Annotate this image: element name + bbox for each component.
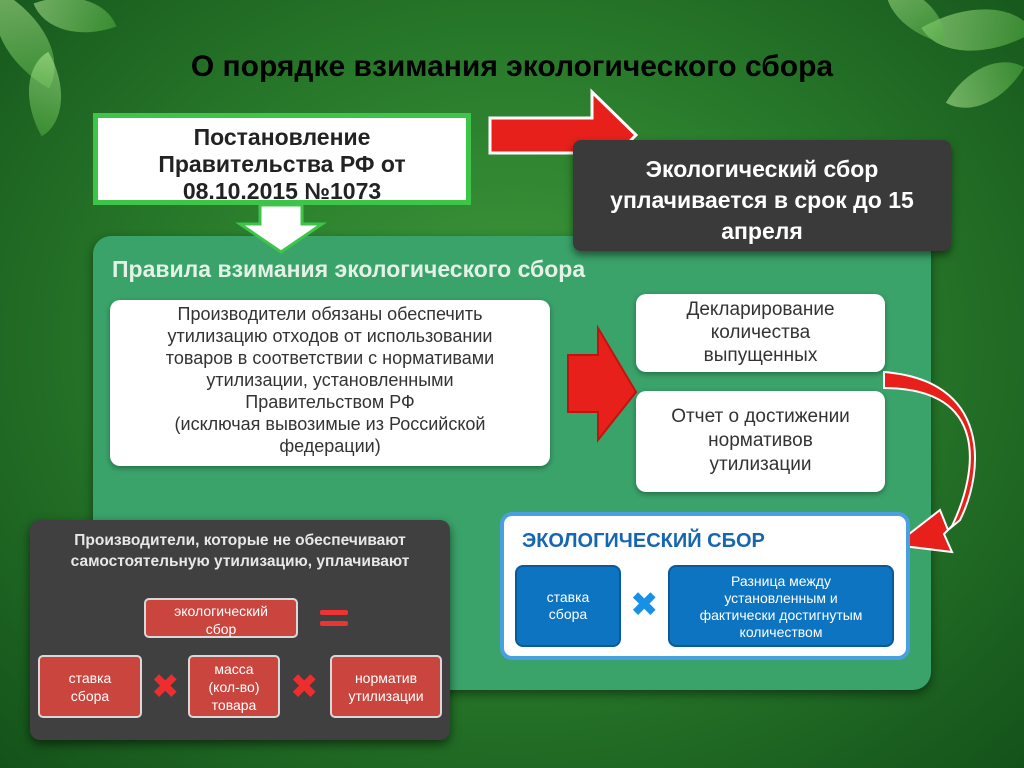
formula-text-line: ставка: [68, 670, 112, 686]
formula-text-line: утилизации: [348, 688, 424, 704]
producers-line: Производители обязаны обеспечить: [177, 304, 483, 324]
declaration-line: выпущенных: [703, 345, 818, 366]
formula-eco-fee-box: экологический сбор: [144, 598, 298, 638]
declaration-line: Декларирование: [686, 299, 835, 320]
eco-fee-text-line: Разница между: [731, 573, 831, 589]
page-title: О порядке взимания экологического сбора: [190, 50, 834, 83]
eco-fee-text-line: фактически достигнутым: [699, 607, 863, 623]
formula-text-line: товара: [211, 697, 257, 713]
producers-line: (исключая вывозимые из Российской: [174, 414, 486, 434]
arrow-curved: [883, 370, 976, 554]
multiply-icon: ✖: [630, 586, 659, 624]
formula-text-line: норматив: [354, 670, 418, 686]
report-box: Отчет о достижении нормативов утилизации: [636, 391, 885, 492]
eco-fee-difference-box: Разница между установленным и фактически…: [668, 565, 894, 647]
eco-fee-text-line: сбора: [548, 606, 588, 622]
formula-text-line: (кол-во): [208, 679, 260, 695]
payers-title-line: Производители, которые не обеспечивают: [74, 532, 406, 549]
arrow-down-decree: [235, 203, 327, 254]
decree-line: 08.10.2015 №1073: [182, 178, 382, 204]
decree-line: Правительства РФ от: [158, 151, 406, 177]
multiply-icon: ✖: [290, 668, 319, 706]
producers-obligation-box: Производители обязаны обеспечить утилиза…: [110, 300, 550, 466]
producers-line: утилизацию отходов от использовании: [167, 326, 493, 346]
formula-text-line: сбора: [70, 688, 110, 704]
eco-fee-rate-box: ставка сбора: [515, 565, 621, 647]
fee-term-line: Экологический сбор: [645, 156, 879, 182]
formula-rate-box: ставка сбора: [38, 655, 142, 718]
fee-term-line: апреля: [721, 218, 803, 244]
payers-title-line: самостоятельную утилизацию, уплачивают: [70, 553, 410, 570]
decree-box: Постановление Правительства РФ от 08.10.…: [93, 113, 471, 205]
report-line: нормативов: [708, 430, 813, 451]
declaration-line: количества: [710, 322, 811, 343]
report-line: утилизации: [709, 454, 812, 475]
producers-line: товаров в соответствии с нормативами: [165, 348, 495, 368]
producers-line: утилизации, установленными: [206, 370, 454, 390]
decree-line: Постановление: [193, 124, 371, 150]
declaration-box: Декларирование количества выпущенных: [636, 294, 885, 372]
eco-fee-text-line: количеством: [739, 624, 823, 640]
fee-term-line: уплачивается в срок до 15: [610, 187, 914, 213]
arrow-right-middle: [567, 324, 638, 443]
eco-fee-title: ЭКОЛОГИЧЕСКИЙ СБОР: [522, 530, 765, 552]
equals-icon: [320, 610, 348, 615]
rules-title: Правила взимания экологического сбора: [112, 256, 586, 282]
formula-text-line: экологический: [174, 603, 268, 619]
producers-line: федерации): [279, 436, 381, 456]
report-line: Отчет о достижении: [671, 406, 850, 427]
eco-fee-text-line: ставка: [546, 589, 590, 605]
multiply-icon: ✖: [151, 668, 180, 706]
formula-mass-box: масса (кол-во) товара: [188, 655, 280, 718]
formula-norm-box: норматив утилизации: [330, 655, 442, 718]
eco-fee-text-line: установленным и: [724, 590, 838, 606]
equals-icon: [320, 621, 348, 626]
formula-text-line: масса: [214, 661, 254, 677]
formula-text-line: сбор: [205, 621, 237, 637]
fee-term-box: Экологический сбор уплачивается в срок д…: [573, 140, 951, 251]
producers-line: Правительством РФ: [245, 392, 415, 412]
payers-title: Производители, которые не обеспечивают с…: [40, 530, 440, 572]
